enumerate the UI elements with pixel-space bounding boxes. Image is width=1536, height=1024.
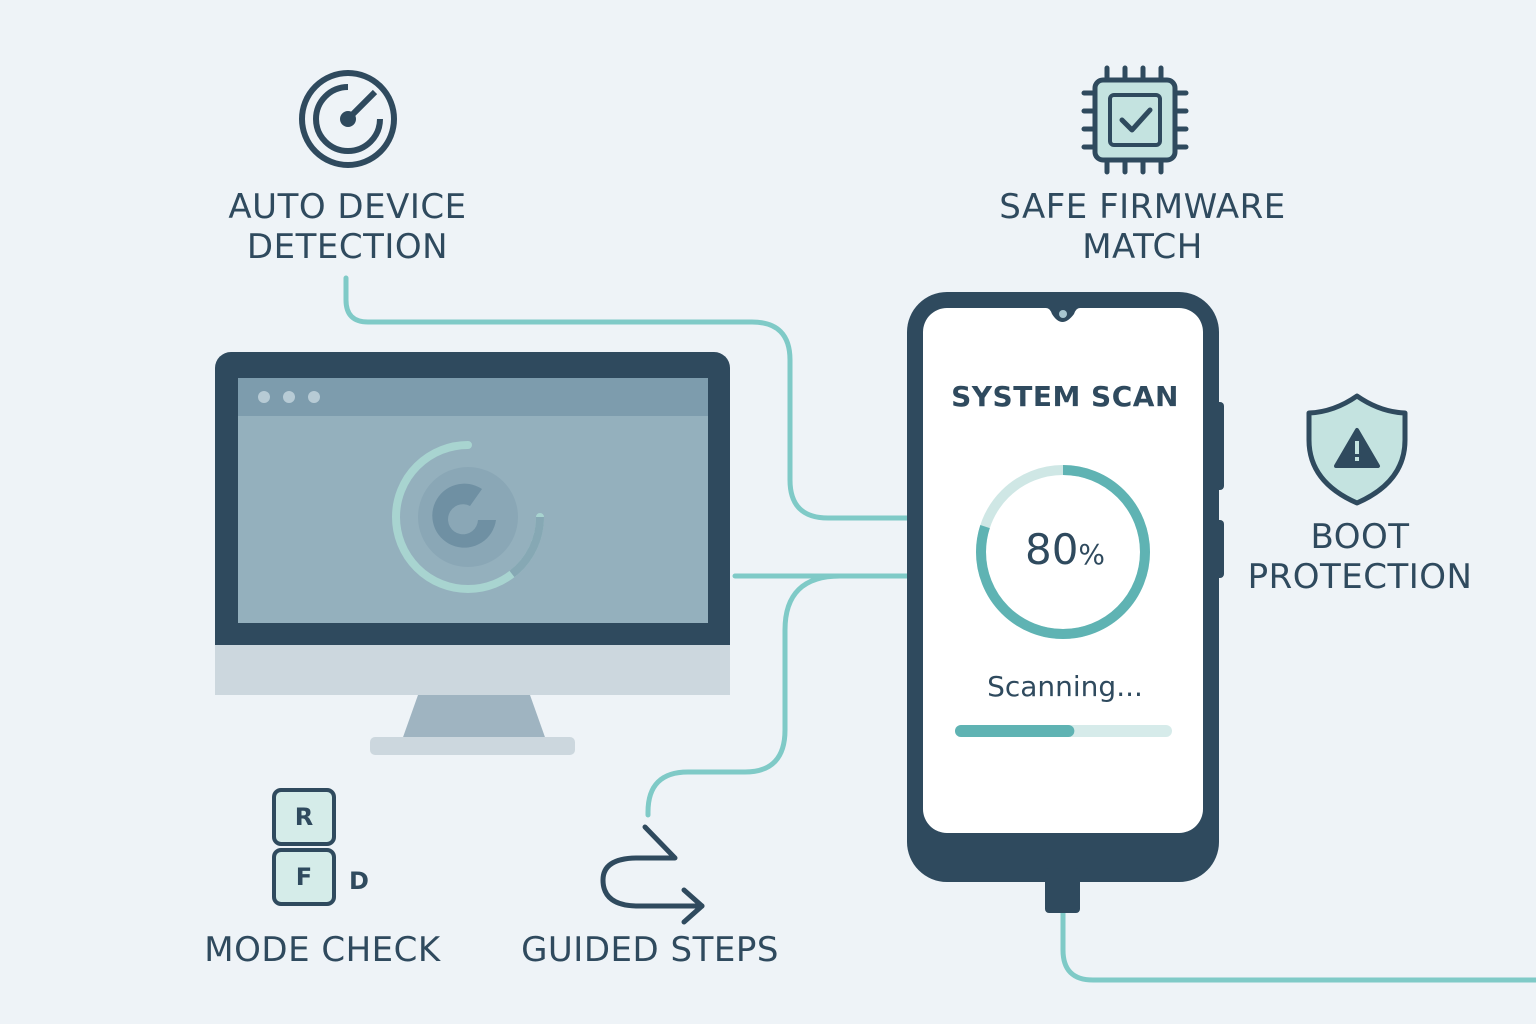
key-r-letter: R (294, 803, 314, 831)
guided-steps-label: GUIDED STEPS (521, 930, 779, 970)
guided-arrow-icon (600, 824, 705, 925)
scan-ring-progress (976, 465, 1150, 639)
window-dot-1 (258, 391, 270, 403)
scan-bar-fill (955, 725, 1075, 737)
boot-line-2: PROTECTION (1247, 557, 1473, 597)
scan-status: Scanning... (987, 670, 1143, 703)
window-dot-2 (283, 391, 295, 403)
key-f-cap (272, 848, 336, 906)
boot-line-1: BOOT (1310, 517, 1410, 557)
key-d-letter: D (349, 867, 369, 895)
shield-warning-icon (1306, 393, 1408, 506)
mode-check-label: MODE CHECK (204, 930, 441, 970)
auto-detection-line-2: DETECTION (246, 227, 449, 267)
scan-percent: 80% (985, 522, 1145, 583)
loading-spinner-icon (392, 441, 544, 593)
phone-cable-plug (1045, 868, 1080, 913)
phone-screen (923, 308, 1203, 833)
safe-firmware-match-label: SAFE FIRMWARE MATCH (985, 187, 1300, 267)
auto-detection-line-1: AUTO DEVICE (228, 187, 467, 227)
firmware-line-2: MATCH (1082, 227, 1203, 267)
scan-title: SYSTEM SCAN (951, 380, 1179, 413)
monitor-base (370, 737, 575, 755)
firmware-line-1: SAFE FIRMWARE (999, 187, 1286, 227)
connector-phone-cable (1060, 909, 1536, 983)
monitor-neck (402, 695, 546, 740)
keys-icon (272, 788, 336, 906)
key-r-cap (272, 788, 336, 846)
scan-percent-value: 80 (1024, 525, 1079, 574)
scan-percent-sign: % (1078, 538, 1106, 571)
chip-check-icon (1081, 65, 1189, 175)
connector-auto-detection (343, 275, 913, 521)
phone (907, 292, 1224, 913)
auto-device-detection-label: AUTO DEVICE DETECTION (200, 187, 495, 267)
phone-camera (1059, 310, 1067, 318)
monitor (215, 352, 730, 755)
key-f-letter: F (295, 863, 313, 891)
window-dot-3 (308, 391, 320, 403)
connector-guided-steps (645, 573, 913, 818)
boot-protection-label: BOOT PROTECTION (1240, 517, 1480, 597)
radar-target-icon (299, 70, 397, 168)
